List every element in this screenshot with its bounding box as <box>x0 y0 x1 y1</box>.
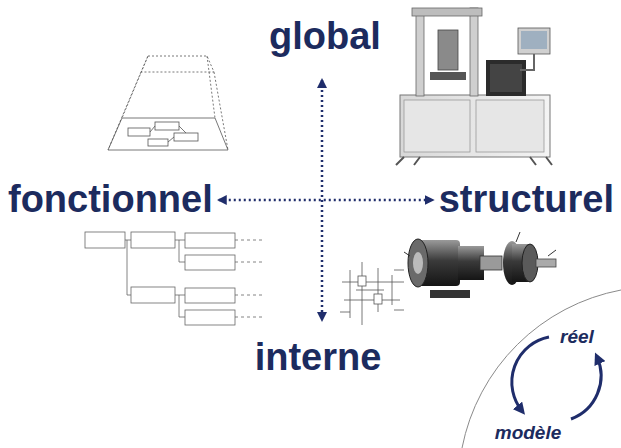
pyramid-sketch <box>155 122 179 130</box>
mechanical-part <box>404 232 556 256</box>
machine-illustration <box>404 100 470 152</box>
cycle-symbol <box>462 290 621 448</box>
machine-illustration <box>412 8 482 16</box>
schematic-sketch <box>358 276 366 286</box>
machine-illustration <box>396 8 552 165</box>
machine-illustration <box>470 8 478 96</box>
pyramid-sketch <box>108 56 228 150</box>
machine-illustration <box>396 157 552 165</box>
function-tree <box>185 310 235 325</box>
mechanical-part <box>430 290 470 298</box>
function-tree <box>131 232 175 248</box>
pyramid-sketch <box>108 118 228 150</box>
function-tree <box>185 255 235 270</box>
machine-illustration <box>518 28 550 54</box>
cycle-label: réel <box>560 327 594 347</box>
view-label: structurel <box>439 180 614 220</box>
function-tree <box>185 288 235 303</box>
machine-illustration <box>490 64 522 92</box>
machine-illustration <box>486 60 526 96</box>
cycle-symbol <box>571 357 601 419</box>
machine-illustration <box>430 72 466 80</box>
function-tree <box>131 287 175 303</box>
mechanical-part <box>536 259 556 267</box>
mechanical-part <box>480 256 502 270</box>
pyramid-sketch <box>108 56 228 150</box>
pyramid-sketch <box>150 126 186 142</box>
machine-illustration <box>400 95 550 157</box>
machine-illustration <box>520 54 534 70</box>
mechanical-part <box>413 252 423 274</box>
cycle-label: modèle <box>495 423 562 443</box>
machine-illustration <box>476 100 544 152</box>
schematic-sketch <box>340 270 404 312</box>
axis-arrow <box>219 199 433 202</box>
function-tree <box>185 233 235 248</box>
pyramid-sketch <box>128 128 150 136</box>
machine-illustration <box>416 12 424 96</box>
view-label: global <box>269 17 381 57</box>
pyramid-sketch <box>174 133 198 141</box>
pyramid-sketch <box>141 56 214 72</box>
schematic-sketch <box>342 282 404 300</box>
function-tree <box>85 232 125 248</box>
function-tree <box>235 240 262 317</box>
view-label: fonctionnel <box>8 180 213 220</box>
mechanical-part <box>404 232 556 298</box>
cycle-symbol <box>462 290 621 448</box>
machine-illustration <box>438 30 458 70</box>
schematic-sketch <box>340 262 404 325</box>
pyramid-sketch <box>148 139 168 146</box>
machine-illustration <box>521 31 547 49</box>
view-label: interne <box>255 338 382 378</box>
schematic-sketch <box>350 262 392 325</box>
schematic-sketch <box>374 294 382 304</box>
function-tree <box>85 232 262 325</box>
mechanical-part <box>408 239 428 287</box>
mechanical-part <box>522 244 538 282</box>
function-tree <box>125 240 185 317</box>
cycle-symbol <box>512 337 549 411</box>
axis-arrow <box>321 80 324 320</box>
